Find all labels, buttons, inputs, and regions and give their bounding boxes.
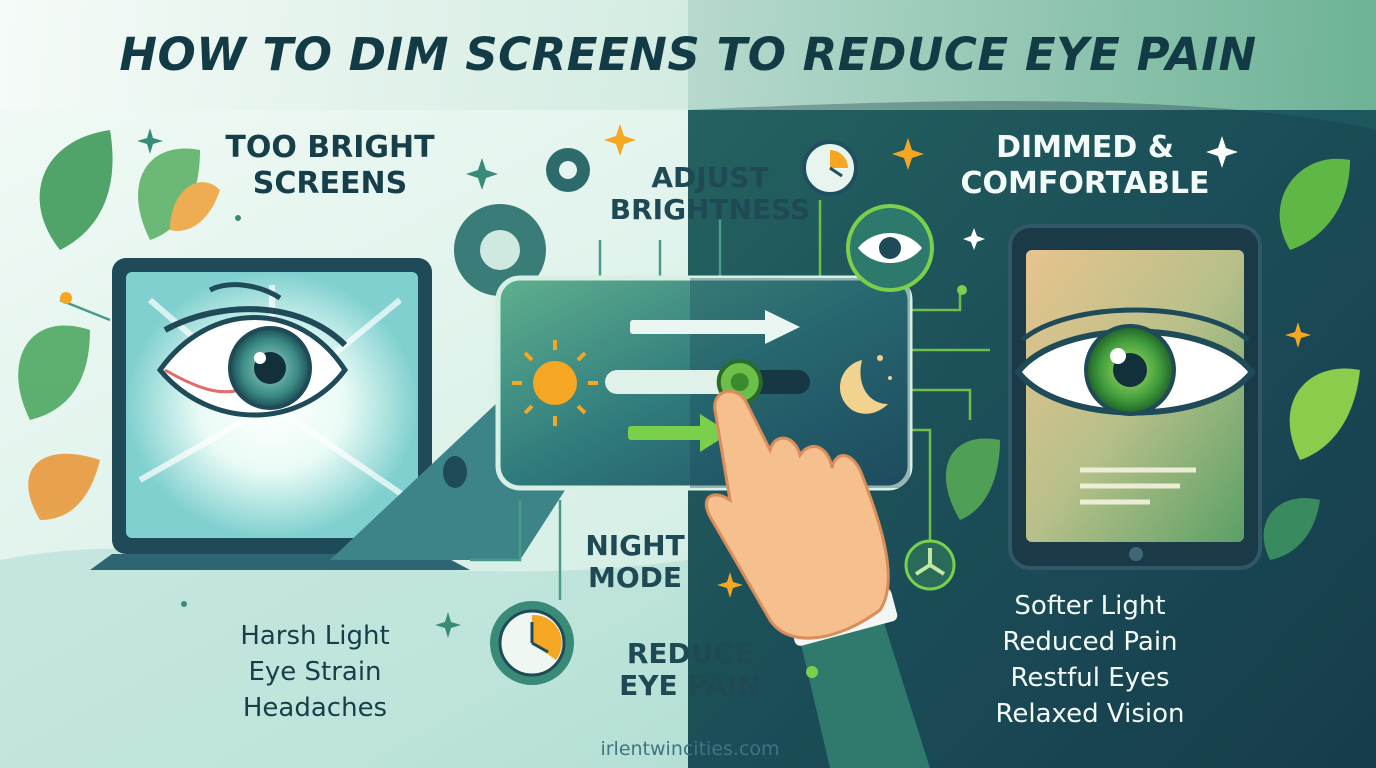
clock-icon [490,601,574,685]
effect-item: Harsh Light [240,621,390,651]
gear-icon [454,148,590,296]
left-heading-line: SCREENS [252,166,408,201]
adjust-line: ADJUST [651,161,769,194]
hand-pointer-icon [704,389,930,768]
sparkle-icon [963,136,1238,250]
left-heading-line: TOO BRIGHT [225,130,435,165]
night-mode-label: NIGHT MODE [560,530,710,594]
night-line: NIGHT [585,529,685,562]
sparkle-icon [137,128,498,638]
reduce-line: REDUCE [626,637,754,670]
moon-icon [839,355,892,414]
sparkle-icon [604,124,1311,598]
right-heading-line: COMFORTABLE [960,166,1210,201]
benefit-item: Relaxed Vision [995,699,1185,729]
eye-icon [846,204,934,292]
arrow-right-icon [628,414,730,452]
tablet [1008,224,1262,570]
left-heading: TOO BRIGHT SCREENS [200,130,460,202]
right-heading: DIMMED & COMFORTABLE [930,130,1240,202]
page-title: HOW TO DIM SCREENS TO REDUCE EYE PAIN [119,28,1257,81]
night-line: MODE [587,561,683,594]
leaf-icon [18,130,220,520]
reduce-line: EYE PAIN [619,669,761,702]
adjust-line: BRIGHTNESS [609,193,811,226]
fan-icon [904,539,956,591]
website-footer: irlentwincities.com [600,738,780,760]
eye-icon [156,282,349,418]
benefit-item: Restful Eyes [1010,663,1170,693]
reduce-eye-pain-label: REDUCE EYE PAIN [600,638,780,702]
leaf-icon [945,158,1360,560]
sun-icon [512,340,598,426]
right-heading-line: DIMMED & [996,130,1174,165]
benefit-item: Reduced Pain [1002,627,1178,657]
arrow-right-icon [630,310,800,344]
effect-item: Headaches [242,693,388,723]
brightness-panel [495,275,913,491]
effect-item: Eye Strain [248,657,382,687]
right-benefits-list: Softer Light Reduced Pain Restful Eyes R… [950,588,1230,732]
clock-icon [802,140,858,196]
left-effects-list: Harsh Light Eye Strain Headaches [180,618,450,726]
benefit-item: Softer Light [1014,591,1166,621]
adjust-brightness-label: ADJUST BRIGHTNESS [600,162,820,226]
